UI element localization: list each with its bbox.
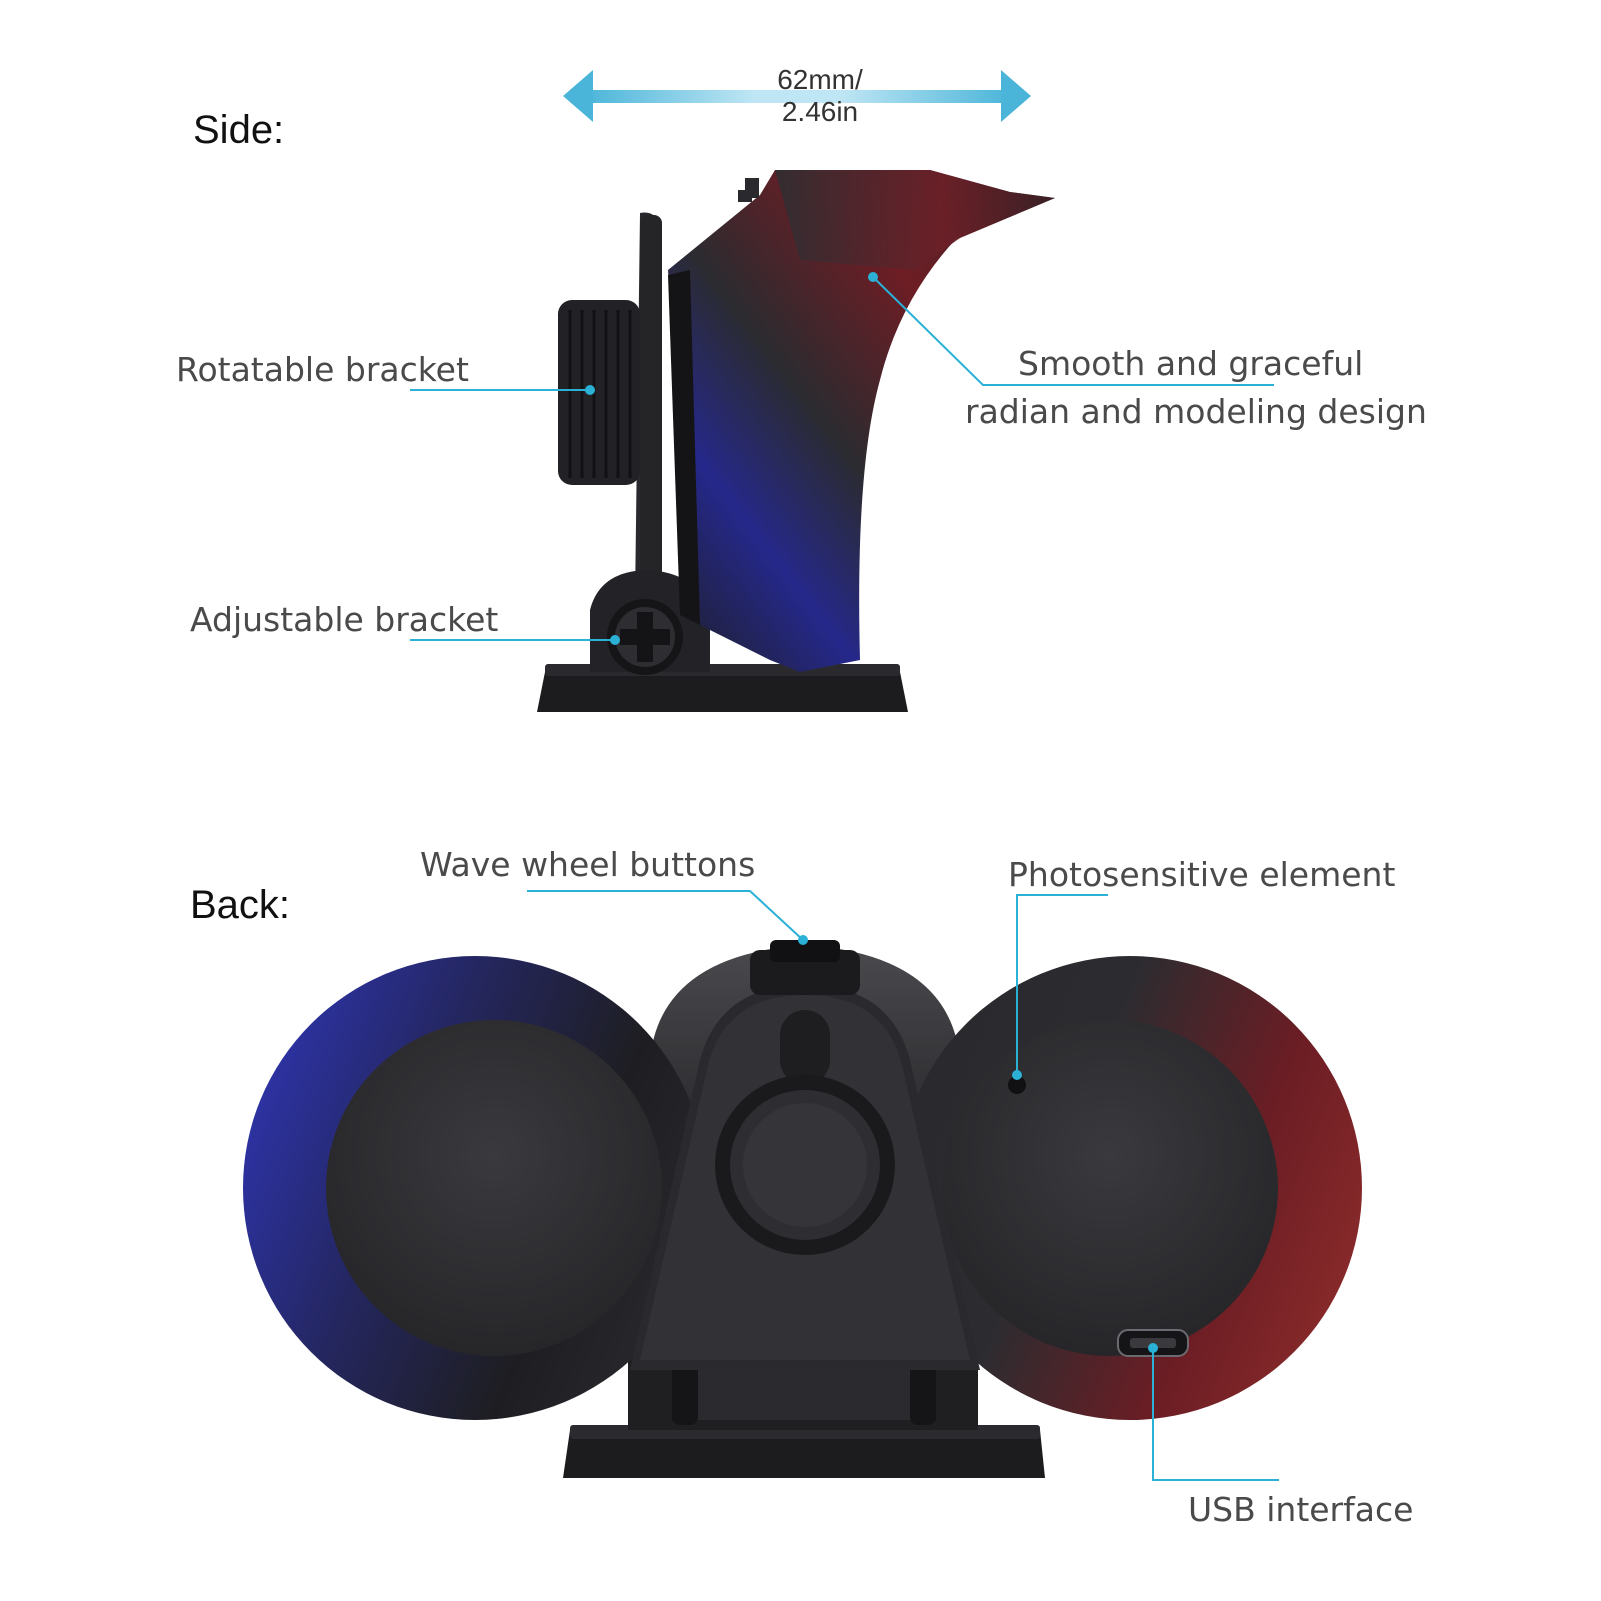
dimension-arrow: [563, 70, 1031, 122]
back-callout-dots: [798, 935, 1158, 1353]
side-callout-lines: [410, 276, 1274, 641]
back-view-device: [243, 940, 1362, 1478]
photosensitive-label: Photosensitive element: [1008, 855, 1396, 894]
side-callout-dots: [585, 272, 878, 645]
adjustable-bracket-label: Adjustable bracket: [190, 600, 499, 639]
smooth-design-label-line2: radian and modeling design: [965, 392, 1427, 431]
side-view-device: [537, 170, 1055, 712]
back-callout-lines: [527, 890, 1279, 1481]
dimension-label-mm: 62mm/: [777, 64, 863, 95]
wave-wheel-label: Wave wheel buttons: [420, 845, 756, 884]
side-section-title: Side:: [193, 108, 285, 152]
back-section-title: Back:: [190, 883, 291, 927]
smooth-design-label-line1: Smooth and graceful: [1018, 344, 1364, 383]
dimension-label-in: 2.46in: [781, 96, 859, 127]
usb-interface-label: USB interface: [1188, 1490, 1414, 1529]
rotatable-bracket-label: Rotatable bracket: [176, 350, 469, 389]
